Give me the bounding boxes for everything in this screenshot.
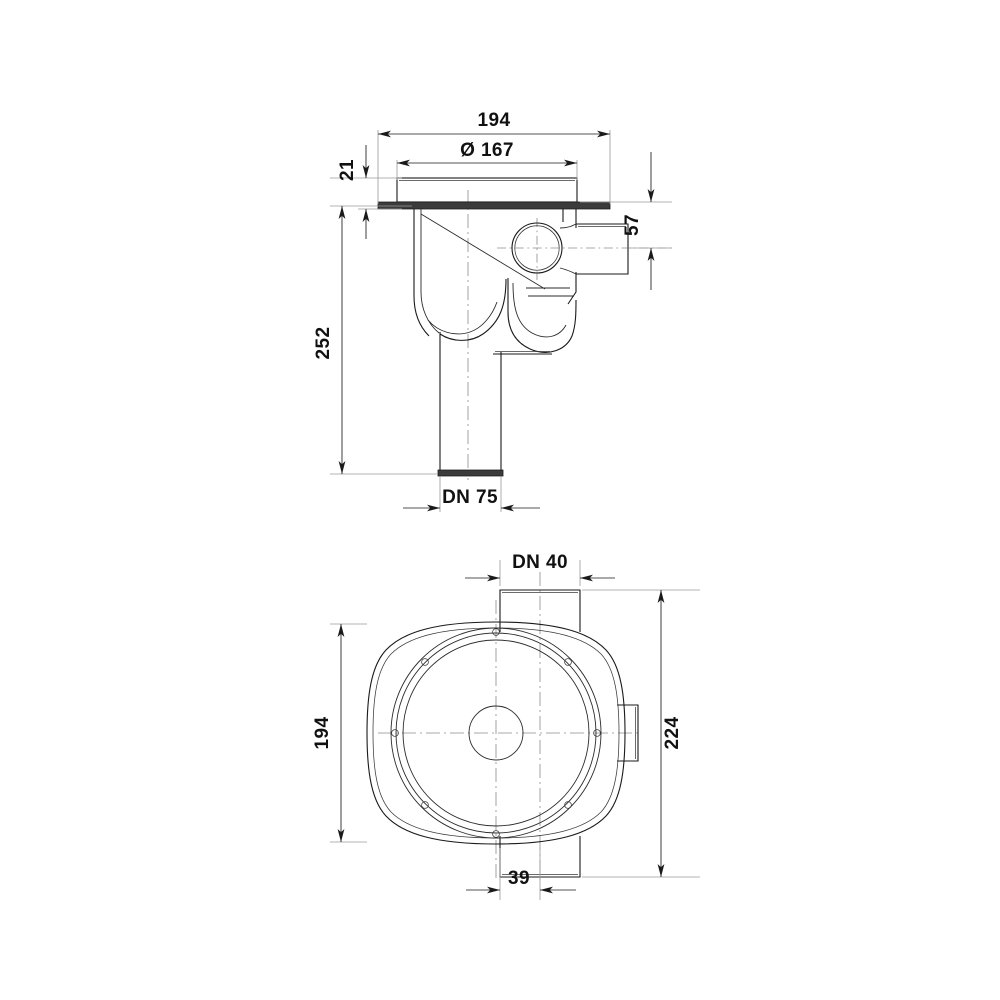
dimension-252-height: 252 — [313, 205, 438, 475]
dimension-label-dn40: DN 40 — [512, 552, 568, 573]
dimension-label-dn75: DN 75 — [442, 487, 498, 508]
dimension-label-167-diameter: Ø 167 — [460, 140, 514, 161]
plan-view: DN 40 194 224 39 — [312, 552, 700, 900]
plan-side-connection — [617, 704, 639, 762]
dimension-224-plan: 224 — [582, 589, 700, 878]
bolt-holes — [391, 628, 601, 838]
dimension-label-21-height: 21 — [337, 159, 358, 181]
dimension-167-diameter: Ø 167 — [396, 140, 578, 180]
plan-top-connection — [499, 589, 581, 632]
dimension-label-224-plan: 224 — [662, 717, 683, 750]
dimension-57-height: 57 — [580, 152, 672, 290]
dimension-label-57-height: 57 — [622, 214, 643, 236]
dimension-label-39: 39 — [508, 868, 530, 889]
side-outlet-stub — [511, 222, 629, 275]
dimension-label-194-side: 194 — [478, 110, 511, 131]
plan-grate-circle — [402, 639, 590, 827]
dimension-194-side: 194 — [377, 110, 611, 204]
dimension-194-plan: 194 — [312, 623, 367, 843]
dimension-label-194-plan: 194 — [312, 717, 333, 750]
grate-cover — [377, 177, 611, 210]
dimension-39: 39 — [466, 848, 576, 900]
dimension-label-252-height: 252 — [313, 327, 334, 360]
dimension-dn75: DN 75 — [403, 476, 540, 512]
bottom-outlet-pipe — [437, 332, 504, 477]
dimension-dn40: DN 40 — [465, 552, 615, 586]
plan-flange-ring — [390, 627, 602, 839]
drain-body-outline — [413, 209, 577, 337]
odour-trap-profile — [427, 278, 577, 355]
dimension-21-height: 21 — [330, 145, 402, 239]
side-section-view: 194 Ø 167 21 — [313, 110, 672, 512]
